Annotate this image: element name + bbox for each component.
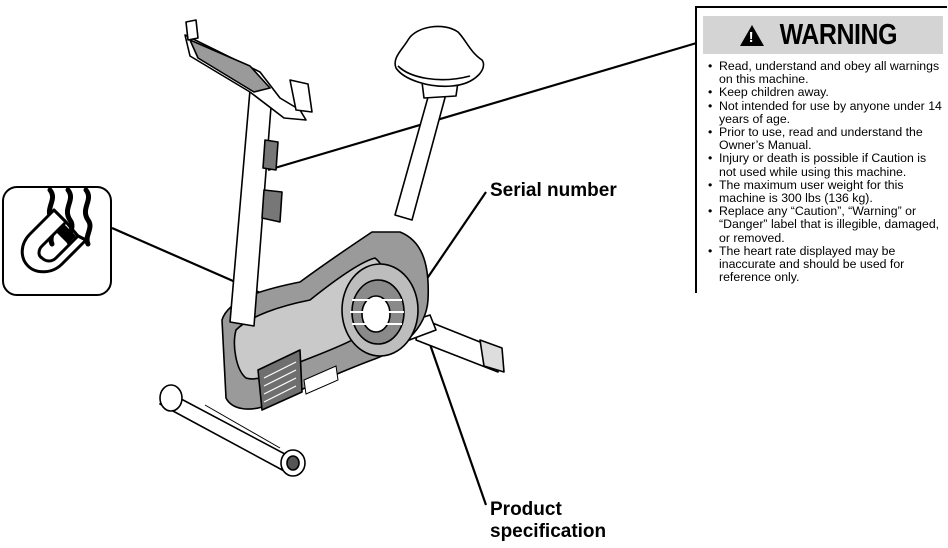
warning-item: Prior to use, read and understand the Ow… [707,125,945,152]
product-specification-label-line2: specification [490,521,607,542]
warning-item: Replace any “Caution”, “Warning” or “Dan… [707,205,945,245]
console [184,19,313,121]
warning-item: Not intended for use by anyone under 14 … [707,99,945,126]
serial-number-label: Serial number [490,180,617,201]
seat-post [394,81,459,221]
magnet-warning-icon [2,186,112,296]
leader-product [423,329,488,506]
bike-base [159,314,505,477]
leader-warning [267,40,701,172]
frame-badge [303,365,339,395]
warning-item: Read, understand and obey all warnings o… [707,59,945,86]
seat [394,25,485,88]
warning-triangle-icon: ! [739,24,764,46]
warning-title: WARNING [779,18,897,51]
warning-item: The maximum user weight for this machine… [707,178,945,205]
warning-item: Keep children away. [707,86,945,100]
bike-frame [221,231,430,411]
product-specification-label-line1: Product [490,499,562,520]
handlebar-post [229,89,283,327]
warning-label: ! WARNING Read, understand and obey all … [695,6,947,293]
warning-header: ! WARNING [703,16,943,54]
warning-item: Injury or death is possible if Caution i… [707,152,945,179]
warning-list: Read, understand and obey all warnings o… [707,59,945,285]
warning-item: The heart rate displayed may be inaccura… [707,244,945,285]
